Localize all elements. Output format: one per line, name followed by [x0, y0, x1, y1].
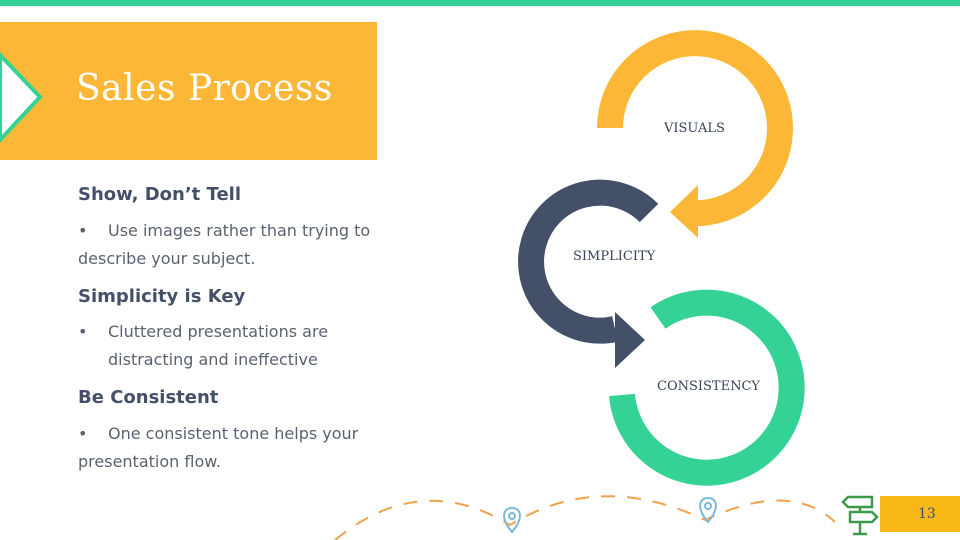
- map-pin-icon: [503, 496, 717, 534]
- section-heading: Simplicity is Key: [78, 286, 246, 307]
- label-consistency: CONSISTENCY: [657, 379, 760, 394]
- bullet-text: Use images rather than trying to describ…: [78, 221, 371, 268]
- bullet-text: One consistent tone helps your presentat…: [78, 424, 359, 471]
- dashed-path: [334, 495, 836, 540]
- consistency-ring: [609, 289, 805, 486]
- simplicity-ring: [518, 179, 659, 344]
- label-simplicity: SIMPLICITY: [573, 249, 656, 264]
- section-heading: Show, Don’t Tell: [78, 184, 241, 205]
- label-visuals: VISUALS: [664, 121, 725, 136]
- page-number-tag: [880, 496, 960, 532]
- title-banner: [0, 22, 377, 160]
- chevron-icon: [0, 52, 43, 143]
- section-bullet: •Cluttered presentations are distracting…: [78, 322, 329, 369]
- signpost-icon: [841, 495, 879, 536]
- visuals-ring: [597, 30, 793, 227]
- section-bullet: •One consistent tone helps your presenta…: [78, 424, 359, 471]
- section-heading: Be Consistent: [78, 387, 219, 408]
- page-number: 13: [918, 506, 936, 522]
- bullet-text: Cluttered presentations are distracting …: [108, 322, 329, 369]
- top-accent-bar: [0, 0, 960, 6]
- slide-title: Sales Process: [76, 68, 333, 109]
- visuals-arrow: [670, 185, 698, 238]
- simplicity-arrow: [615, 312, 645, 368]
- section-bullet: •Use images rather than trying to descri…: [78, 221, 371, 268]
